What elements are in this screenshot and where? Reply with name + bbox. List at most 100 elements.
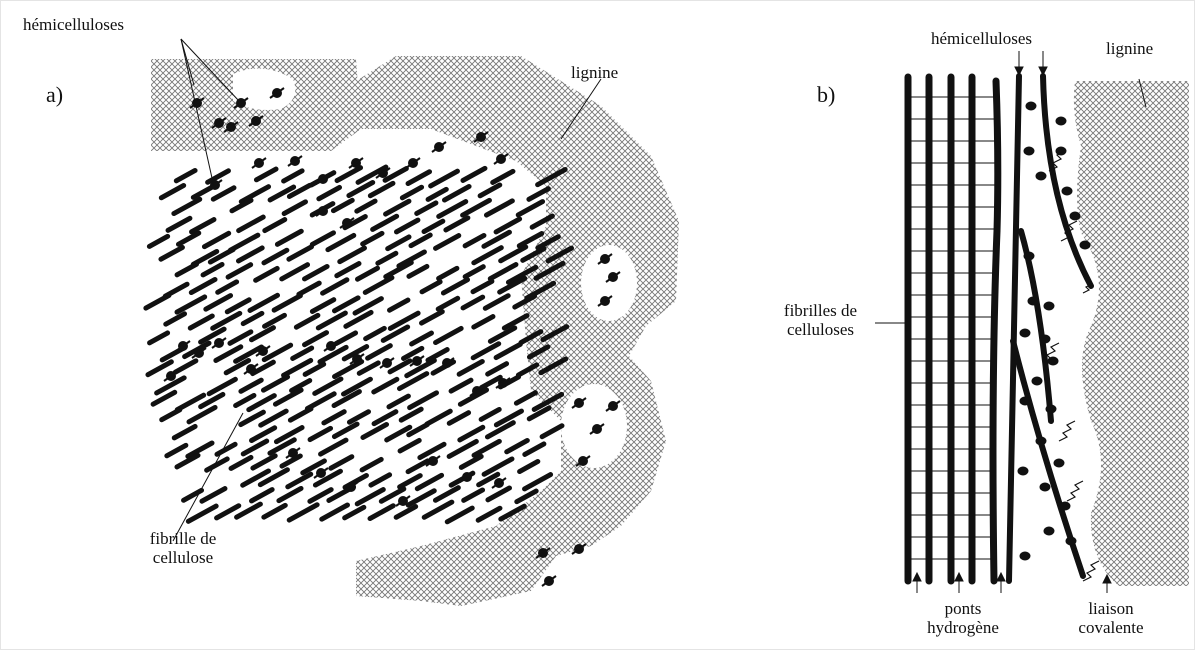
fibril-dash [240,438,270,457]
fibril-dash [274,228,304,247]
hemicellulose-tail [251,157,267,169]
fibril-dash [172,358,199,375]
fibril-dash [378,486,407,504]
hemicellulose-tail [233,97,249,109]
hemicellulose-side-group [1065,536,1077,546]
fibril-dash [331,421,360,440]
fibril-dash [515,199,546,218]
fibril-dash [512,293,538,310]
fibril-dash [233,344,265,364]
hemicellulose-tail [605,271,621,283]
fibril-dash [341,376,373,397]
hemicellulose-side-group [1045,404,1057,414]
hemicellulose-tail [597,295,613,307]
fibril-dash [383,260,414,280]
fibril-dash [386,393,411,410]
fibril-dash [401,345,425,361]
fibril-dash [479,374,503,391]
fibril-dash [526,344,551,360]
hemicellulose-tail [409,355,425,367]
panel-b-lignin-region [1073,81,1189,586]
fibril-dash [485,361,510,377]
fibril-dash [290,345,315,361]
hemicellulose-tail [571,543,587,555]
panel-a-fibrille-label: fibrille de cellulose [123,529,243,567]
hemicellulose-side-group [1027,296,1039,306]
fibril-dash [317,344,349,365]
fibril-dash [370,213,400,232]
fibril-dash [174,261,200,278]
fibril-dash [421,499,455,520]
fibril-dash [444,505,475,525]
fibril-dash [286,502,320,523]
fibril-dash [316,184,343,202]
fibril-dash [356,360,381,376]
fibril-dash [319,502,350,522]
fibril-dash [360,421,390,440]
hemicellulose-tail [207,179,223,191]
fibril-dash [367,180,396,199]
fibril-dash [146,233,171,249]
hemicellulose-tail [269,87,285,99]
panel-b-hemicelluloses-label: hémicelluloses [931,29,1033,48]
hemicellulose-side-group [1079,240,1091,250]
hemicellulose-side-group [1019,396,1031,406]
fibril-dash [279,262,311,282]
hemicellulose-tail [285,447,301,459]
fibril-dash [408,232,433,249]
fibril-dash [425,186,449,202]
fibril-dash [236,214,266,234]
fibril-dash [371,409,399,427]
fibril-dash [367,503,396,522]
fibril-dash [240,468,271,488]
hemicellulose-tail [589,423,605,435]
fibril-dash [276,485,304,504]
fibril-dash [246,393,277,413]
fibril-dash [526,405,552,422]
fibril-dash [522,472,554,492]
panel-b-arrows [875,51,1147,593]
fibril-dash [477,182,503,199]
fibril-dash [198,391,226,410]
fibril-dash [312,468,343,488]
fibril-dash [279,453,303,469]
fibril-dash [227,329,254,346]
fibril-dash [446,438,479,459]
fibril-dash [210,310,243,331]
fibril-dash [487,325,518,344]
fibril-dash [448,377,474,394]
panel-b-ponts-line2: hydrogène [927,618,999,637]
fibril-dash [185,503,219,524]
fibril-dash [271,293,303,313]
hemicellulose-side-group [1025,101,1037,111]
fibril-dash [285,471,314,490]
fibril-dash [267,184,297,203]
fibril-dash [493,216,523,235]
fibril-dash [478,406,502,422]
fibril-dash [318,437,349,457]
panel-a-fibrille-line2: cellulose [152,548,214,567]
fibril-dash [302,330,330,348]
fibril-dash [307,425,334,443]
fibril-dash [457,387,490,407]
fibril-dash [171,196,203,217]
hemicellulose-side-group [1059,501,1071,511]
fibril-dash [405,488,437,508]
fibril-dash [331,295,361,314]
fibril-dash [539,423,565,440]
cellulose-fibrils-vertical [904,73,1002,585]
fibril-dash [485,485,512,503]
fibril-dash [257,467,290,488]
fibril-dash [419,309,445,326]
fibril-dash [214,441,238,457]
fibril-dash [461,487,486,503]
fibril-dash [417,441,447,461]
hemicellulose-side-group [1019,551,1031,561]
fibril-dash [516,231,545,249]
hemicellulose-tail [248,115,264,127]
fibril-dash [261,247,290,266]
fibril-dash [505,264,539,285]
fibril-dash [309,230,337,247]
fibril-dash [470,341,502,361]
fibril-dash [482,293,511,311]
